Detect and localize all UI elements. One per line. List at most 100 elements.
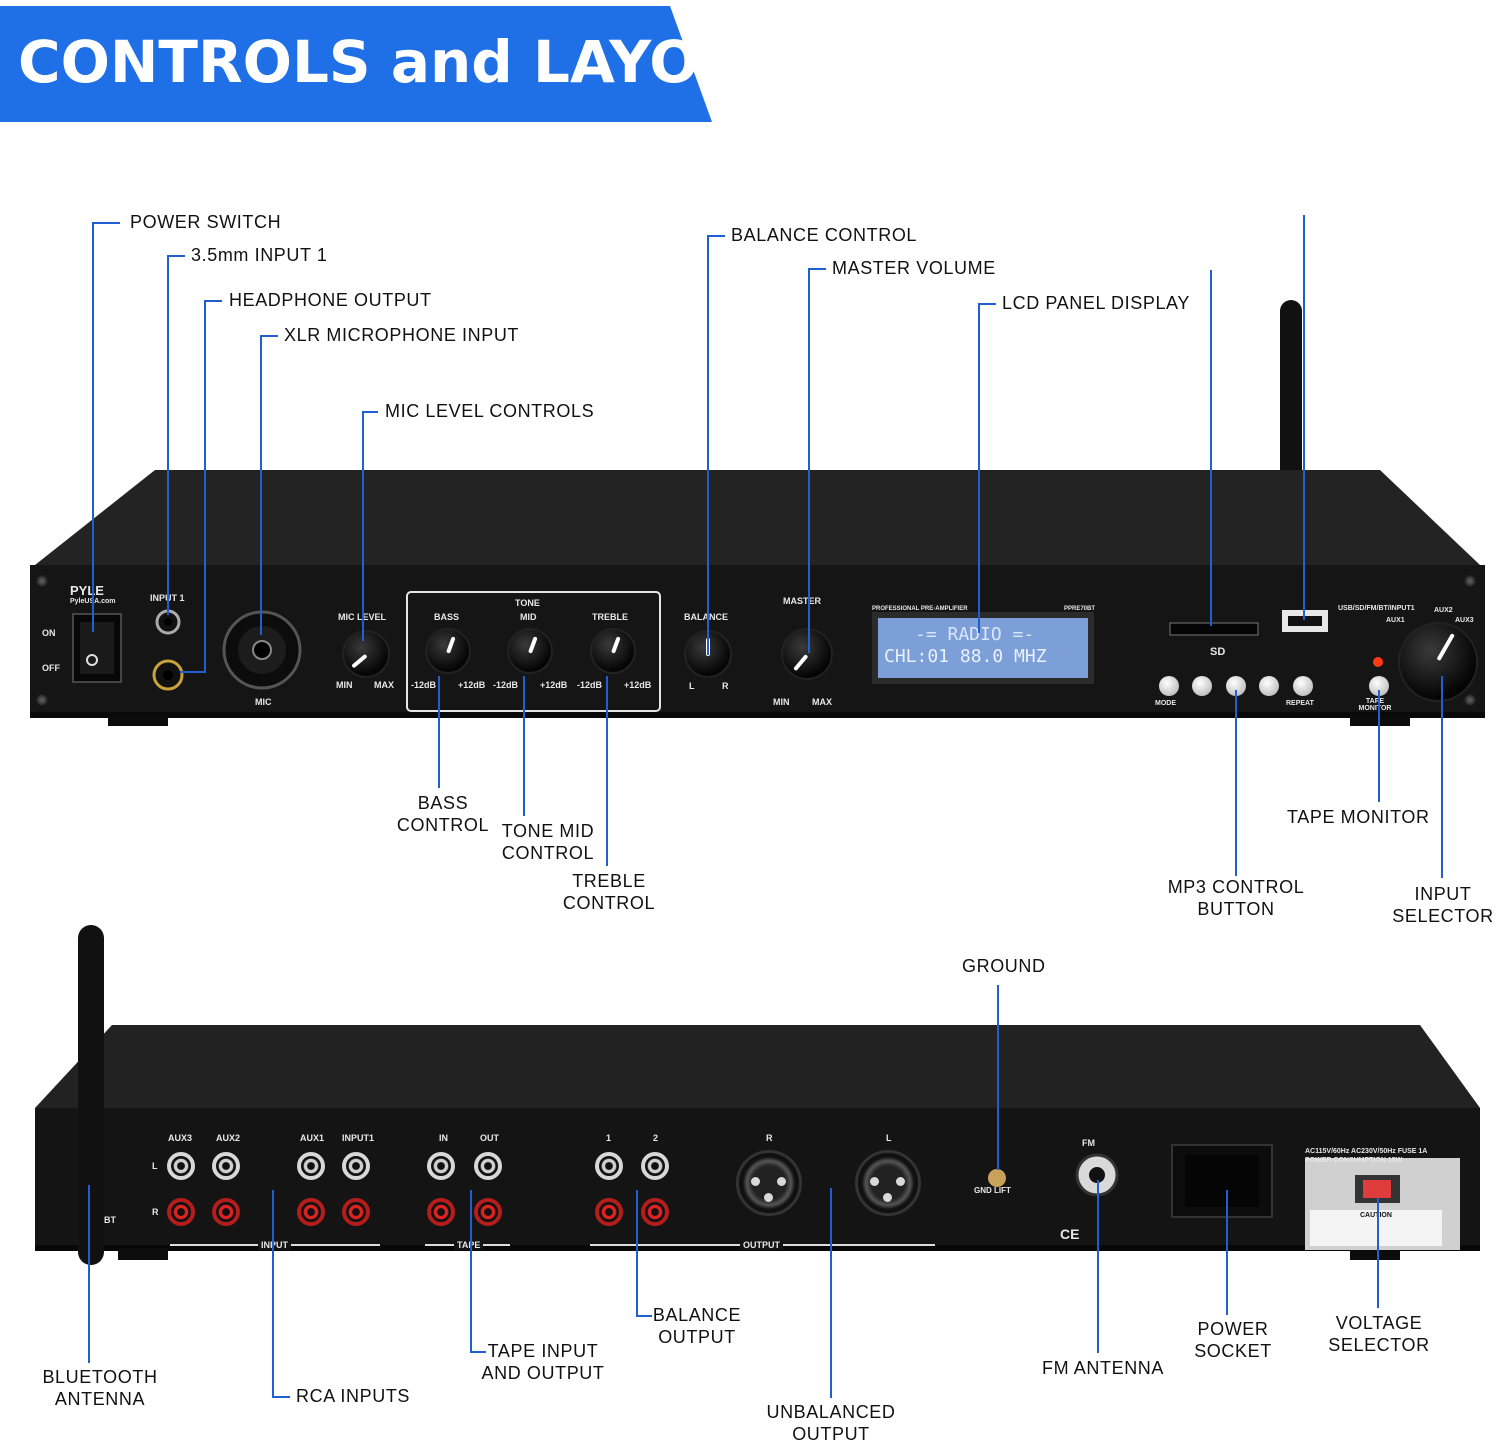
leader-line [978, 303, 980, 633]
rear-output-label: OUTPUT [740, 1240, 783, 1250]
callout-voltage-line1: VOLTAGE [1335, 1313, 1423, 1333]
rear-panel-device: AUX3 AUX2 AUX1 INPUT1 IN OUT 1 2 R L INP… [35, 925, 1480, 1265]
mic-level-knob[interactable] [342, 630, 390, 678]
rca-tape-out-r[interactable] [474, 1198, 502, 1226]
master-knob[interactable] [781, 628, 833, 680]
rear-out-label: OUT [480, 1133, 499, 1143]
rca-input1-l[interactable] [342, 1152, 370, 1180]
rca-aux2-l[interactable] [212, 1152, 240, 1180]
callout-input-selector: INPUT SELECTOR [1390, 883, 1496, 927]
leader-line [1226, 1190, 1228, 1315]
leader-line [636, 1190, 638, 1316]
callout-bt-antenna-line1: BLUETOOTH [42, 1367, 158, 1387]
rca-out2-r[interactable] [641, 1198, 669, 1226]
rca-aux1-r[interactable] [297, 1198, 325, 1226]
mid-minus-label: -12dB [493, 680, 519, 690]
bass-knob[interactable] [425, 628, 471, 674]
treble-minus-label: -12dB [577, 680, 603, 690]
off-label: OFF [42, 663, 60, 673]
callout-tape-io-line1: TAPE INPUT [487, 1341, 599, 1361]
leader-line [997, 985, 999, 1170]
rca-aux3-r[interactable] [167, 1198, 195, 1226]
lcd-line-2: CHL:01 88.0 MHZ [884, 646, 1047, 667]
mid-plus-label: +12dB [540, 680, 568, 690]
leader-line [606, 676, 608, 866]
callout-power-socket: POWER SOCKET [1184, 1318, 1282, 1362]
rca-out1-l[interactable] [595, 1152, 623, 1180]
callout-treble: TREBLE CONTROL [556, 870, 662, 914]
repeat-button[interactable] [1293, 676, 1313, 696]
sources-label: USB/SD/FM/BT/INPUT1 [1338, 605, 1415, 612]
aux1-label: AUX1 [1386, 617, 1405, 624]
rca-aux3-l[interactable] [167, 1152, 195, 1180]
screw [1464, 575, 1476, 587]
callout-rca-inputs: RCA INPUTS [296, 1386, 411, 1406]
rca-aux2-r[interactable] [212, 1198, 240, 1226]
callout-xlr-mic: XLR MICROPHONE INPUT [284, 325, 520, 345]
power-spec-1: AC115V/60Hz AC230V/50Hz FUSE 1A [1305, 1148, 1428, 1155]
treble-label: TREBLE [592, 612, 628, 622]
leader-line [1377, 1198, 1379, 1308]
rca-tape-in-l[interactable] [427, 1152, 455, 1180]
callout-power-socket-line1: POWER [1197, 1319, 1269, 1339]
rca-out1-r[interactable] [595, 1198, 623, 1226]
callout-treble-line2: CONTROL [562, 893, 656, 913]
gnd-lift-label: GND LIFT [974, 1186, 1011, 1195]
rear-fm-label: FM [1082, 1138, 1095, 1148]
callout-input1: 3.5mm INPUT 1 [191, 245, 328, 265]
callout-input-selector-line1: INPUT [1414, 884, 1472, 904]
leader-line [204, 300, 222, 302]
leader-line [1235, 690, 1237, 876]
leader-line [1097, 1180, 1099, 1353]
balance-label: BALANCE [684, 612, 728, 622]
aux3-label: AUX3 [1455, 617, 1474, 624]
callout-unbalanced: UNBALANCED OUTPUT [766, 1401, 896, 1445]
callout-voltage-line2: SELECTOR [1328, 1335, 1430, 1355]
mic-min-label: MIN [336, 680, 353, 690]
xlr-output-r[interactable] [736, 1150, 802, 1216]
title-banner [0, 6, 712, 122]
callout-bass-line2: CONTROL [396, 815, 490, 835]
caution-label: CAUTION [1360, 1212, 1392, 1219]
mode-label: MODE [1155, 700, 1176, 707]
xlr-output-l[interactable] [855, 1150, 921, 1216]
mid-knob[interactable] [507, 628, 553, 674]
callout-unbalanced-line1: UNBALANCED [766, 1402, 896, 1422]
leader-line [470, 1190, 472, 1352]
rca-input1-r[interactable] [342, 1198, 370, 1226]
callout-mic-level: MIC LEVEL CONTROLS [385, 401, 595, 421]
preamp-label: PROFESSIONAL PRE-AMPLIFIER [872, 606, 968, 612]
callout-voltage-selector: VOLTAGE SELECTOR [1326, 1312, 1432, 1356]
mode-button[interactable] [1159, 676, 1179, 696]
callout-bt-antenna: BLUETOOTH ANTENNA [40, 1366, 160, 1410]
brand-logo: PYLE [70, 583, 104, 598]
callout-power-socket-line2: SOCKET [1194, 1341, 1272, 1361]
next-button[interactable] [1259, 676, 1279, 696]
leader-line [808, 268, 826, 270]
leader-line [88, 1185, 90, 1363]
rear-r-label: R [152, 1207, 159, 1217]
rca-tape-in-r[interactable] [427, 1198, 455, 1226]
screw [36, 575, 48, 587]
leader-line [362, 411, 364, 641]
rca-aux1-l[interactable] [297, 1152, 325, 1180]
callout-tape-io: TAPE INPUT AND OUTPUT [480, 1340, 606, 1384]
rca-out2-l[interactable] [641, 1152, 669, 1180]
leader-line [180, 671, 206, 673]
leader-line [830, 1188, 832, 1398]
callout-tone-mid: TONE MID CONTROL [492, 820, 604, 864]
leader-line [272, 1190, 274, 1398]
prev-button[interactable] [1192, 676, 1212, 696]
callout-balance: BALANCE CONTROL [731, 225, 918, 245]
leader-line [1441, 676, 1443, 878]
bass-label: BASS [434, 612, 460, 622]
rca-tape-out-l[interactable] [474, 1152, 502, 1180]
input-selector-knob[interactable] [1398, 622, 1478, 702]
callout-power-switch: POWER SWITCH [130, 212, 282, 232]
leader-line [167, 255, 169, 615]
leader-line [204, 300, 206, 672]
treble-knob[interactable] [590, 628, 636, 674]
balance-r-label: R [722, 681, 729, 691]
sd-label: SD [1210, 646, 1226, 658]
rear-xlr-l-label: L [886, 1133, 892, 1143]
